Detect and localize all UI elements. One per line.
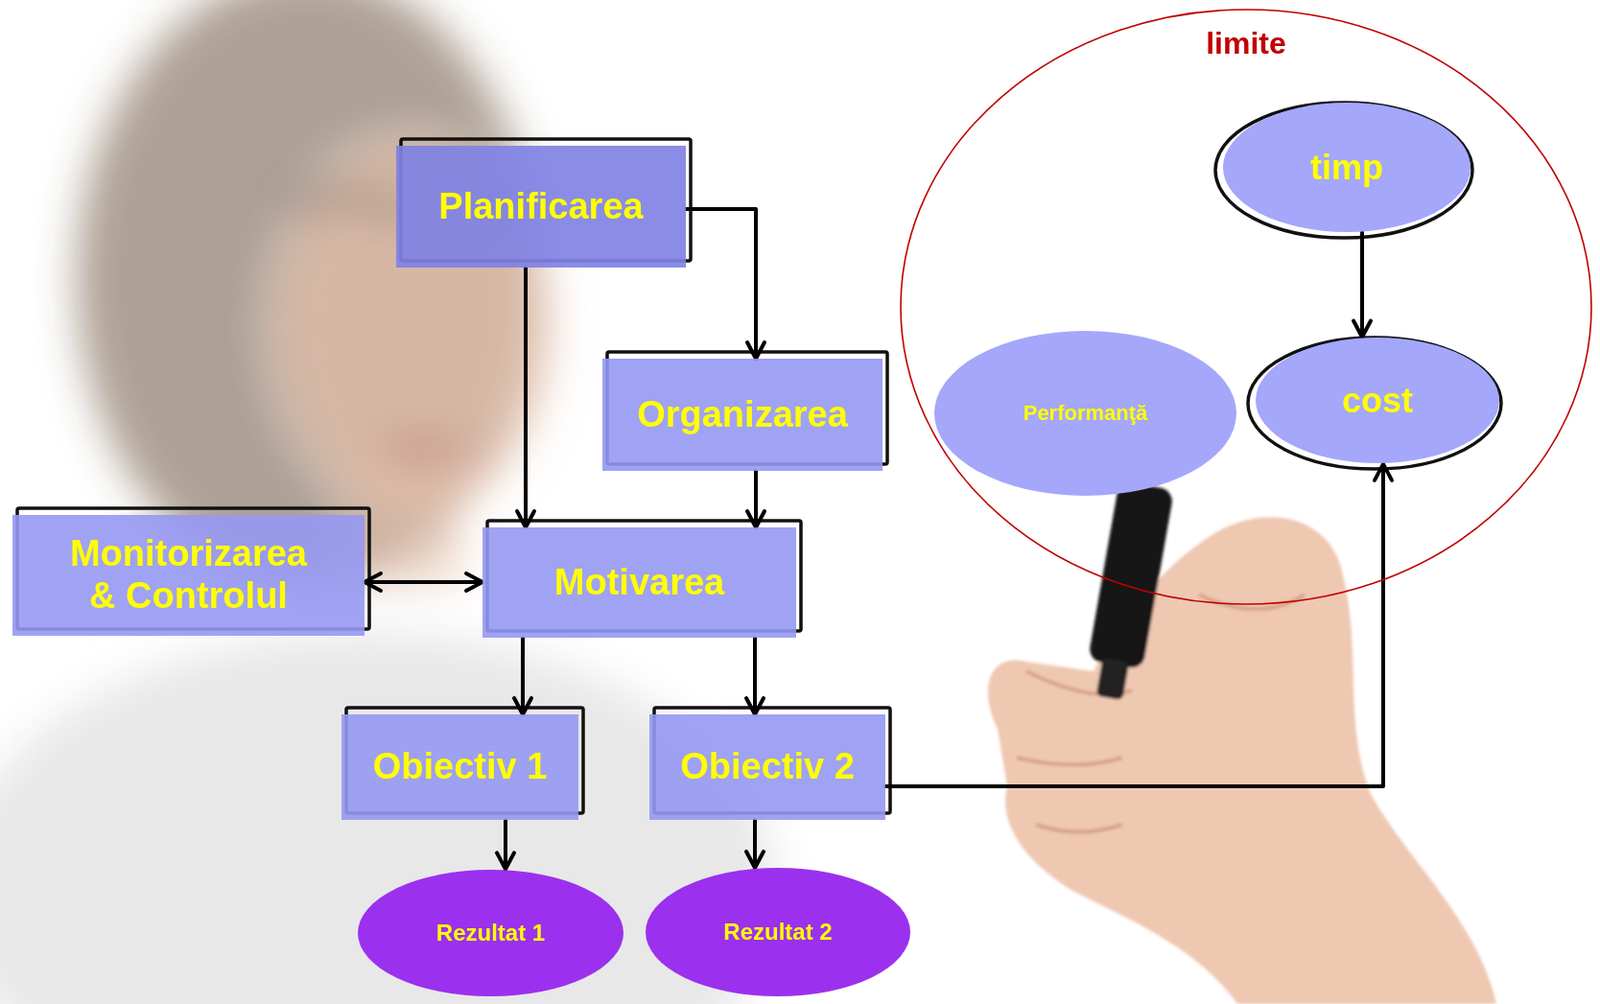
- objective-box: Obiectiv 2: [649, 714, 886, 821]
- node-label: timp: [1310, 147, 1384, 188]
- node-label: cost: [1341, 380, 1413, 421]
- node-label: Rezultat 2: [723, 918, 832, 946]
- process-box: Motivarea: [482, 527, 797, 638]
- limit-ellipse: cost: [1254, 336, 1501, 465]
- flow-arrow: [752, 637, 757, 715]
- flow-arrow: [685, 209, 756, 359]
- limit-ellipse: timp: [1222, 101, 1472, 234]
- blurred-person: [0, 0, 777, 1004]
- result-ellipse: Rezultat 1: [356, 869, 625, 998]
- node-shape: [645, 868, 911, 997]
- node-label: Performanţă: [1023, 400, 1149, 425]
- node-label: Obiectiv 1: [373, 746, 548, 789]
- flow-arrow: [752, 820, 757, 869]
- node-label: Planificarea: [438, 186, 643, 229]
- node-shape: [357, 870, 624, 997]
- limits-circle: limite timpPerformanţă cost: [899, 8, 1593, 606]
- node-label: Monitorizarea & Controlul: [60, 533, 318, 617]
- flow-arrow: [503, 820, 508, 870]
- sketch-outlines: [17, 102, 1502, 814]
- node-shape: [900, 9, 1592, 605]
- flow-arrow: [364, 580, 483, 585]
- process-box: Planificarea: [396, 145, 686, 268]
- process-box: Organizarea: [602, 358, 883, 471]
- region-heading: limite: [899, 25, 1593, 62]
- flow-arrow: [885, 464, 1384, 787]
- node-shape: [1223, 102, 1471, 233]
- result-ellipse: Rezultat 2: [644, 867, 912, 998]
- flow-arrow: [753, 470, 758, 528]
- objective-box: Obiectiv 1: [341, 714, 579, 821]
- node-outline: [899, 8, 1593, 606]
- node-shape: [934, 330, 1237, 496]
- sketch-outline: [1215, 102, 1473, 238]
- sketch-outline: [1247, 337, 1502, 470]
- process-box: Monitorizarea & Controlul: [12, 515, 365, 636]
- node-label: Rezultat 1: [436, 919, 545, 947]
- node-label: Organizarea: [636, 394, 848, 437]
- flow-arrow: [523, 267, 528, 528]
- limit-ellipse: Performanţă: [933, 329, 1238, 497]
- node-label: Motivarea: [554, 562, 725, 605]
- flow-arrow: [520, 637, 525, 715]
- node-shape: [1255, 337, 1500, 464]
- node-label: Obiectiv 2: [680, 746, 855, 789]
- flow-arrow: [1360, 233, 1365, 338]
